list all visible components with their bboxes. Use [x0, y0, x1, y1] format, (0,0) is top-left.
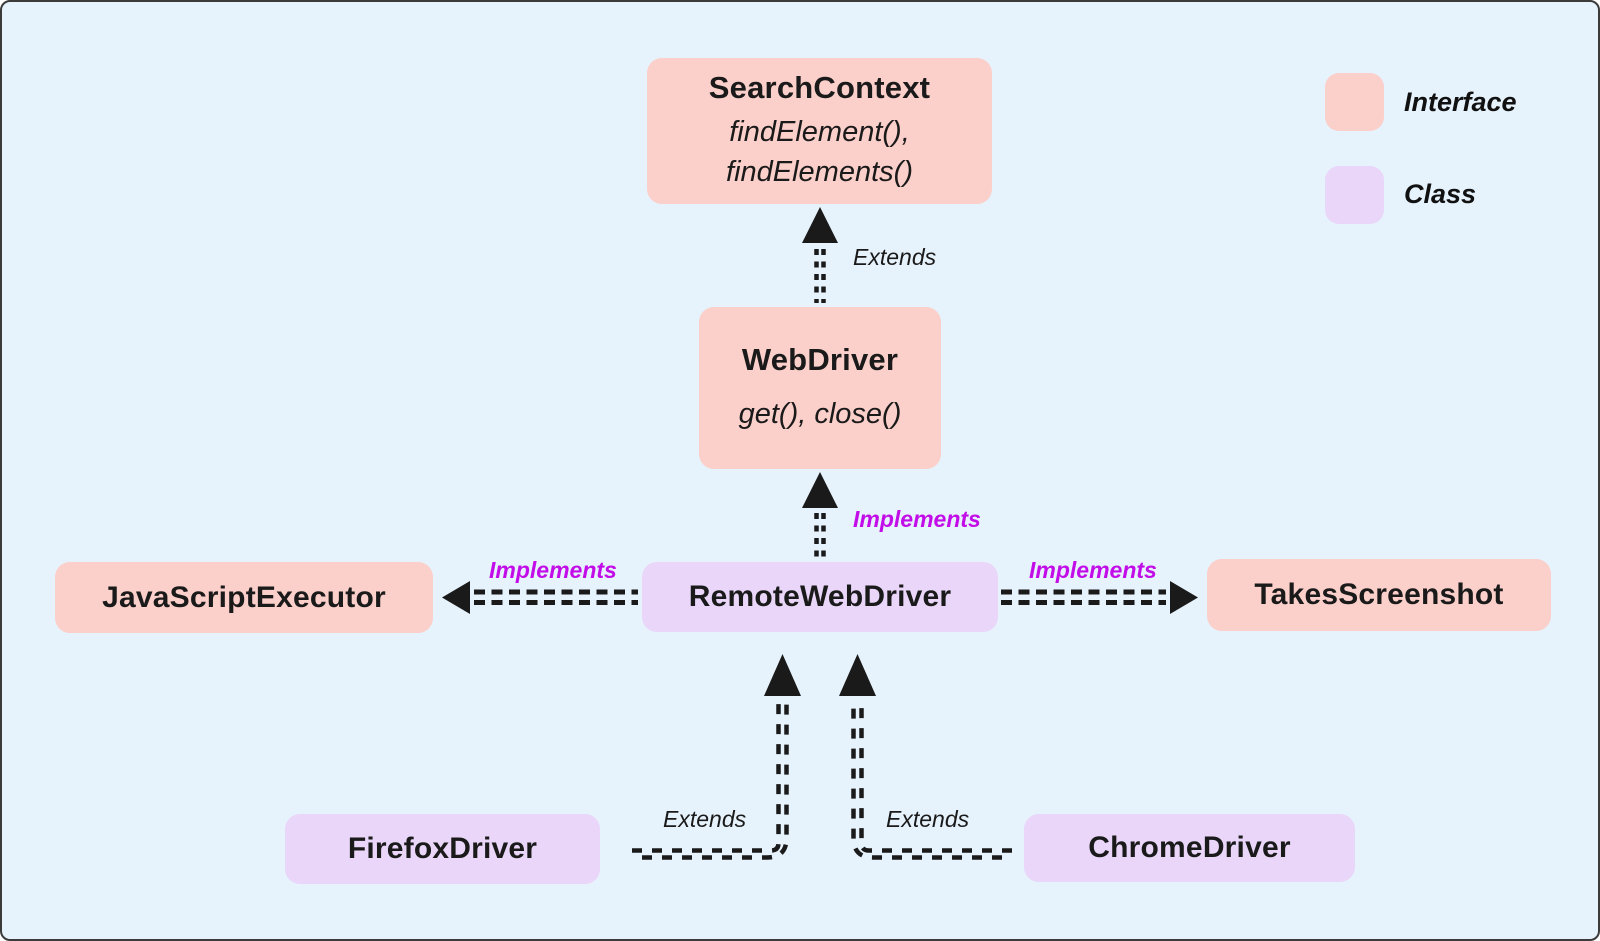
node-remotewebdriver: RemoteWebDriver — [642, 562, 998, 632]
edge-label-extends-firefox: Extends — [663, 806, 747, 832]
arrow-implements-remotewebdriver-takesscreenshot — [1001, 581, 1198, 614]
arrow-implements-remotewebdriver-javascriptexecutor — [442, 581, 638, 614]
node-searchcontext-title: SearchContext — [708, 69, 931, 105]
legend-swatch-class — [1325, 166, 1384, 224]
node-remotewebdriver-title: RemoteWebDriver — [688, 580, 952, 613]
edge-label-extends-chrome: Extends — [886, 806, 970, 832]
node-chromedriver-title: ChromeDriver — [1088, 831, 1291, 864]
node-firefoxdriver-title: FirefoxDriver — [347, 832, 538, 865]
node-chromedriver: ChromeDriver — [1024, 814, 1355, 882]
node-firefoxdriver: FirefoxDriver — [285, 814, 600, 884]
node-webdriver: WebDriver get(), close() — [699, 307, 941, 469]
node-takesscreenshot: TakesScreenshot — [1207, 559, 1551, 631]
node-takesscreenshot-title: TakesScreenshot — [1254, 578, 1504, 611]
node-webdriver-title: WebDriver — [741, 341, 899, 377]
legend-swatch-interface — [1325, 73, 1384, 131]
method-line: findElement(), — [729, 115, 910, 148]
node-javascriptexecutor: JavaScriptExecutor — [55, 562, 433, 633]
edge-label-implements-right: Implements — [1029, 557, 1157, 583]
method-line: get(), close() — [738, 397, 902, 430]
node-webdriver-methods: get(), close() — [739, 394, 902, 434]
edge-label-extends-top: Extends — [853, 244, 937, 270]
node-javascriptexecutor-title: JavaScriptExecutor — [102, 580, 386, 614]
edge-label-implements-left: Implements — [489, 557, 617, 583]
node-searchcontext: SearchContext findElement(), findElement… — [647, 58, 992, 204]
legend-label-class: Class — [1404, 179, 1477, 209]
arrow-implements-remotewebdriver-webdriver — [802, 472, 838, 559]
legend-label-interface: Interface — [1404, 87, 1517, 117]
arrow-extends-webdriver-searchcontext — [802, 207, 838, 303]
node-searchcontext-methods: findElement(), findElements() — [726, 112, 913, 192]
method-line: findElements() — [726, 156, 913, 188]
edge-label-implements-top: Implements — [853, 506, 981, 532]
